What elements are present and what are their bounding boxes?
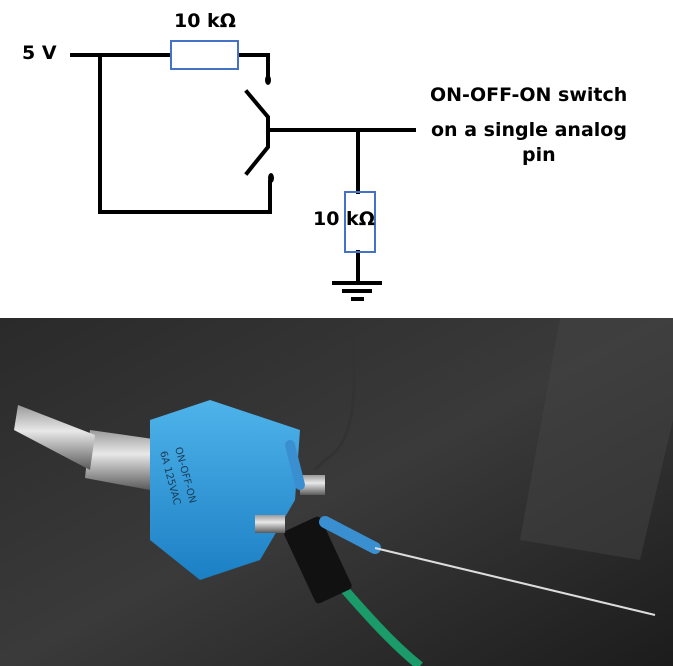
- wire-left-loop: [98, 53, 272, 214]
- switch-bushing: [85, 430, 160, 490]
- title-line-3: pin: [522, 144, 556, 166]
- wire-output: [268, 128, 416, 284]
- resistor-bottom: [344, 191, 376, 253]
- green-wire: [341, 587, 423, 666]
- supply-voltage-label: 5 V: [22, 42, 57, 64]
- resistor-lead-photo: [374, 547, 656, 616]
- lead-wire: [313, 321, 356, 472]
- title-line-1: ON-OFF-ON switch: [430, 84, 628, 106]
- wire-connector: [284, 516, 352, 604]
- switch-terminal: [300, 475, 325, 495]
- switch-upper-blade: [244, 89, 270, 132]
- switch-body: [150, 400, 300, 580]
- switch-lever: [14, 405, 95, 470]
- switch-terminal: [255, 515, 285, 533]
- ground-symbol: [332, 281, 382, 301]
- photo: ON-OFF-ON 6A 125VAC: [0, 318, 673, 666]
- switch-contact-bottom: [268, 173, 274, 183]
- resistor-bottom-label: 10 kΩ: [313, 208, 375, 230]
- title-line-2: on a single analog: [431, 119, 627, 141]
- resistor-top: [170, 40, 239, 70]
- resistor-body-photo-2: [285, 440, 305, 490]
- switch-contact-top: [265, 75, 271, 85]
- wire-supply: [70, 53, 270, 77]
- switch-lower-blade: [244, 128, 270, 176]
- resistor-top-label: 10 kΩ: [174, 10, 236, 32]
- resistor-body-photo: [319, 516, 381, 554]
